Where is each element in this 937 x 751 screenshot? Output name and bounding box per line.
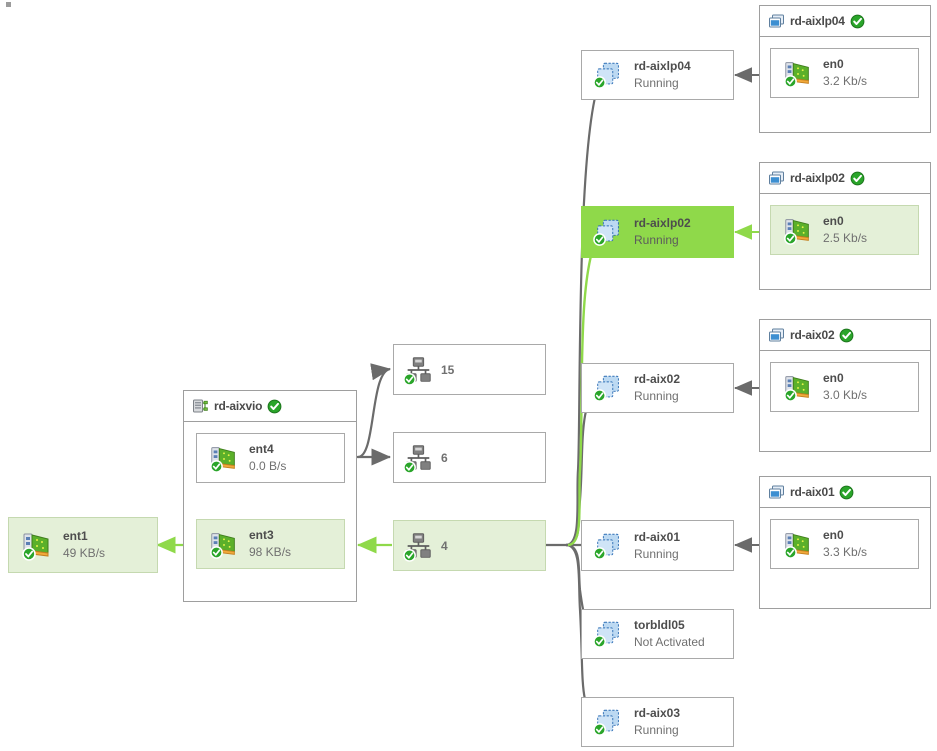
lpar-panel-title: rd-aixlp04 <box>790 14 845 28</box>
lpar-state: Running <box>634 546 679 561</box>
adapter-node-ent4[interactable]: ent4 0.0 B/s <box>196 433 345 483</box>
adapter-name: en0 <box>823 528 844 542</box>
lpar-panel-title: rd-aix02 <box>790 328 835 342</box>
vios-title: rd-aixvio <box>214 399 263 413</box>
adapter-rate: 98 KB/s <box>249 545 292 559</box>
vlan-id: 15 <box>441 362 455 377</box>
vlan-id: 4 <box>441 538 448 553</box>
lpar-state: Not Activated <box>634 635 705 649</box>
adapter-rate: 2.5 Kb/s <box>823 231 868 245</box>
adapter-rate: 49 KB/s <box>63 546 106 560</box>
adapter-name: ent3 <box>249 528 274 542</box>
network-adapter-icon <box>208 528 240 560</box>
lpar-state: Running <box>634 389 679 403</box>
lpar-panel-title: rd-aix01 <box>790 485 835 499</box>
adapter-node-ent3[interactable]: ent3 98 KB/s <box>196 519 345 569</box>
vlan-icon <box>402 530 434 562</box>
artifact-speck <box>6 2 11 7</box>
lpar-name: rd-aixlp02 <box>634 216 691 230</box>
network-adapter-icon <box>782 371 814 403</box>
adapter-name: ent4 <box>249 442 274 456</box>
lpar-panel-header: rd-aix01 <box>760 477 930 508</box>
status-ok-icon <box>850 171 865 186</box>
lpar-panel-rd-aix02[interactable]: rd-aix02 <box>759 319 931 452</box>
adapter-node-en0[interactable]: en0 3.0 Kb/s <box>770 362 919 412</box>
status-ok-icon <box>850 14 865 29</box>
vios-panel[interactable]: rd-aixvio <box>183 390 357 602</box>
adapter-node-en0[interactable]: en0 3.3 Kb/s <box>770 519 919 569</box>
lpar-panel-title: rd-aixlp02 <box>790 171 845 185</box>
lpar-panel-header: rd-aix02 <box>760 320 930 351</box>
lpar-state: Running <box>634 723 679 737</box>
lpar-icon <box>593 530 625 562</box>
adapter-name: en0 <box>823 214 844 228</box>
adapter-name: en0 <box>823 371 844 385</box>
lpar-panel-rd-aixlp02[interactable]: rd-aixlp02 <box>759 162 931 290</box>
adapter-rate: 0.0 B/s <box>249 459 287 473</box>
lpar-name: rd-aix03 <box>634 706 681 720</box>
adapter-node-en0[interactable]: en0 3.2 Kb/s <box>770 48 919 98</box>
lpar-panel-header: rd-aixlp02 <box>760 163 930 194</box>
adapter-rate: 3.3 Kb/s <box>823 545 868 559</box>
network-adapter-icon <box>782 57 814 89</box>
vlan-node-15[interactable]: 15 <box>393 344 546 395</box>
lpar-node-rd-aixlp04[interactable]: rd-aixlp04 Running <box>581 50 734 100</box>
adapter-name: en0 <box>823 57 844 71</box>
vlan-icon <box>402 442 434 474</box>
network-adapter-icon <box>782 528 814 560</box>
status-ok-icon <box>267 399 282 414</box>
lpar-name: rd-aix02 <box>634 372 681 386</box>
lpar-name: rd-aix01 <box>634 529 681 544</box>
lpar-node-rd-aix03[interactable]: rd-aix03 Running <box>581 697 734 747</box>
lpar-node-torbldl05[interactable]: torbldl05 Not Activated <box>581 609 734 659</box>
adapter-name: ent1 <box>63 529 88 543</box>
lpar-name: rd-aixlp04 <box>634 59 691 73</box>
lpar-name: torbldl05 <box>634 618 685 632</box>
lpar-panel-rd-aixlp04[interactable]: rd-aixlp04 <box>759 5 931 133</box>
lpar-window-icon <box>768 484 785 501</box>
lpar-window-icon <box>768 327 785 344</box>
lpar-icon <box>593 59 625 91</box>
adapter-rate: 3.2 Kb/s <box>823 74 868 88</box>
lpar-state: Running <box>634 233 679 247</box>
lpar-node-rd-aix01[interactable]: rd-aix01 Running <box>581 520 734 571</box>
vlan-node-4[interactable]: 4 <box>393 520 546 571</box>
lpar-node-rd-aixlp02[interactable]: rd-aixlp02 Running <box>581 206 734 258</box>
network-adapter-icon <box>20 528 54 562</box>
lpar-window-icon <box>768 170 785 187</box>
network-adapter-icon <box>208 442 240 474</box>
lpar-state: Running <box>634 76 679 90</box>
lpar-panel-header: rd-aixlp04 <box>760 6 930 37</box>
network-adapter-icon <box>782 214 814 246</box>
lpar-icon <box>593 706 625 738</box>
lpar-window-icon <box>768 13 785 30</box>
lpar-node-rd-aix02[interactable]: rd-aix02 Running <box>581 363 734 413</box>
vios-panel-header: rd-aixvio <box>184 391 356 422</box>
lpar-icon <box>593 216 625 248</box>
server-vio-icon <box>192 398 209 415</box>
adapter-node-en0[interactable]: en0 2.5 Kb/s <box>770 205 919 255</box>
vlan-node-6[interactable]: 6 <box>393 432 546 483</box>
vlan-id: 6 <box>441 450 448 465</box>
status-ok-icon <box>839 328 854 343</box>
lpar-panel-rd-aix01[interactable]: rd-aix01 <box>759 476 931 609</box>
adapter-rate: 3.0 Kb/s <box>823 388 868 402</box>
adapter-node-ent1[interactable]: ent1 49 KB/s <box>8 517 158 573</box>
lpar-icon <box>593 618 625 650</box>
lpar-icon <box>593 372 625 404</box>
vlan-icon <box>402 354 434 386</box>
status-ok-icon <box>839 485 854 500</box>
